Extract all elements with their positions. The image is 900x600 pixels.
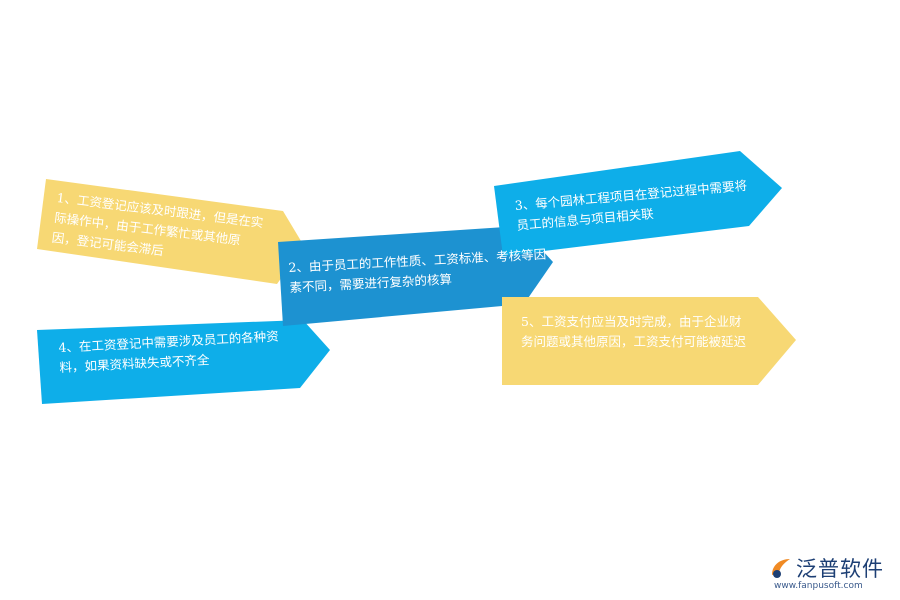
logo-name: 泛普软件 [796,557,884,581]
item-5-text: 5、工资支付应当及时完成，由于企业财务问题或其他原因，工资支付可能被延迟 [521,314,747,349]
arrow-box-5 [502,297,796,385]
arrow-box-4 [37,320,330,404]
logo-url: www.fanpusoft.com [774,581,863,591]
fanpu-logo-icon [772,559,790,578]
arrow-box-3 [494,151,782,256]
brand-logo: 泛普软件 www.fanpusoft.com [768,553,892,595]
arrow-box-1 [37,179,304,284]
arrow-box-2 [278,226,553,326]
